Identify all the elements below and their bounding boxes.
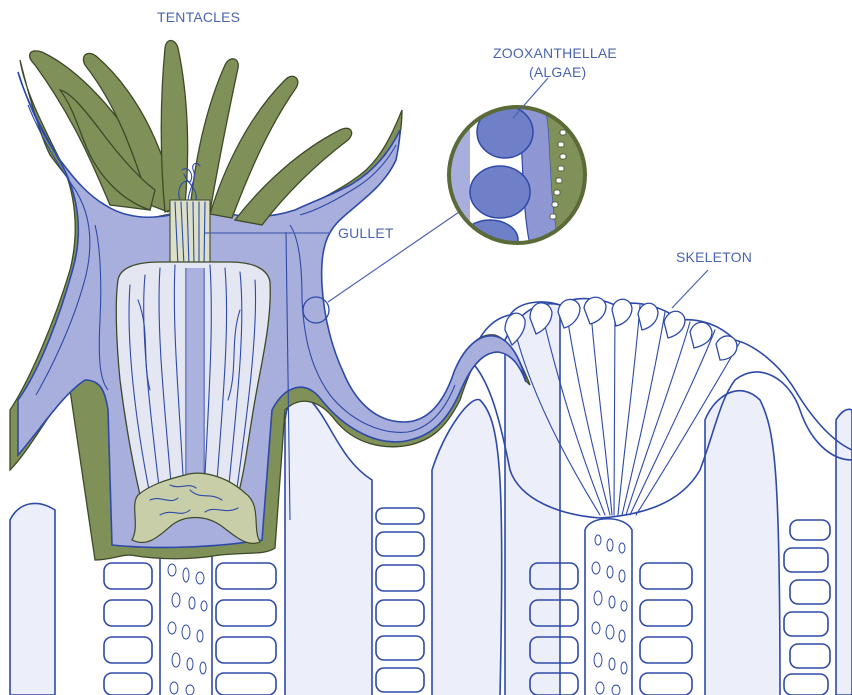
label-tentacles: TENTACLES — [157, 9, 240, 25]
label-zooxanthellae: ZOOXANTHELLAE — [493, 45, 617, 61]
label-skeleton: SKELETON — [676, 249, 752, 265]
skeleton-leader-line — [672, 270, 708, 308]
label-gullet: GULLET — [338, 225, 394, 241]
stomach — [116, 262, 270, 543]
label-algae: (ALGAE) — [529, 64, 586, 80]
